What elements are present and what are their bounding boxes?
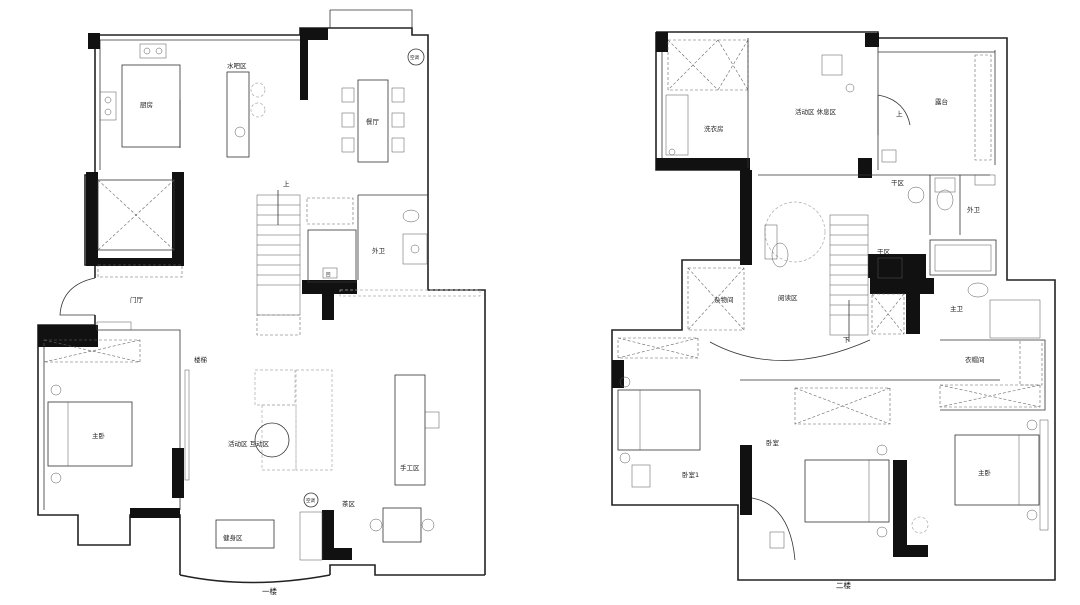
floor1-plan [37,9,486,584]
floor2-plan [611,31,1056,581]
